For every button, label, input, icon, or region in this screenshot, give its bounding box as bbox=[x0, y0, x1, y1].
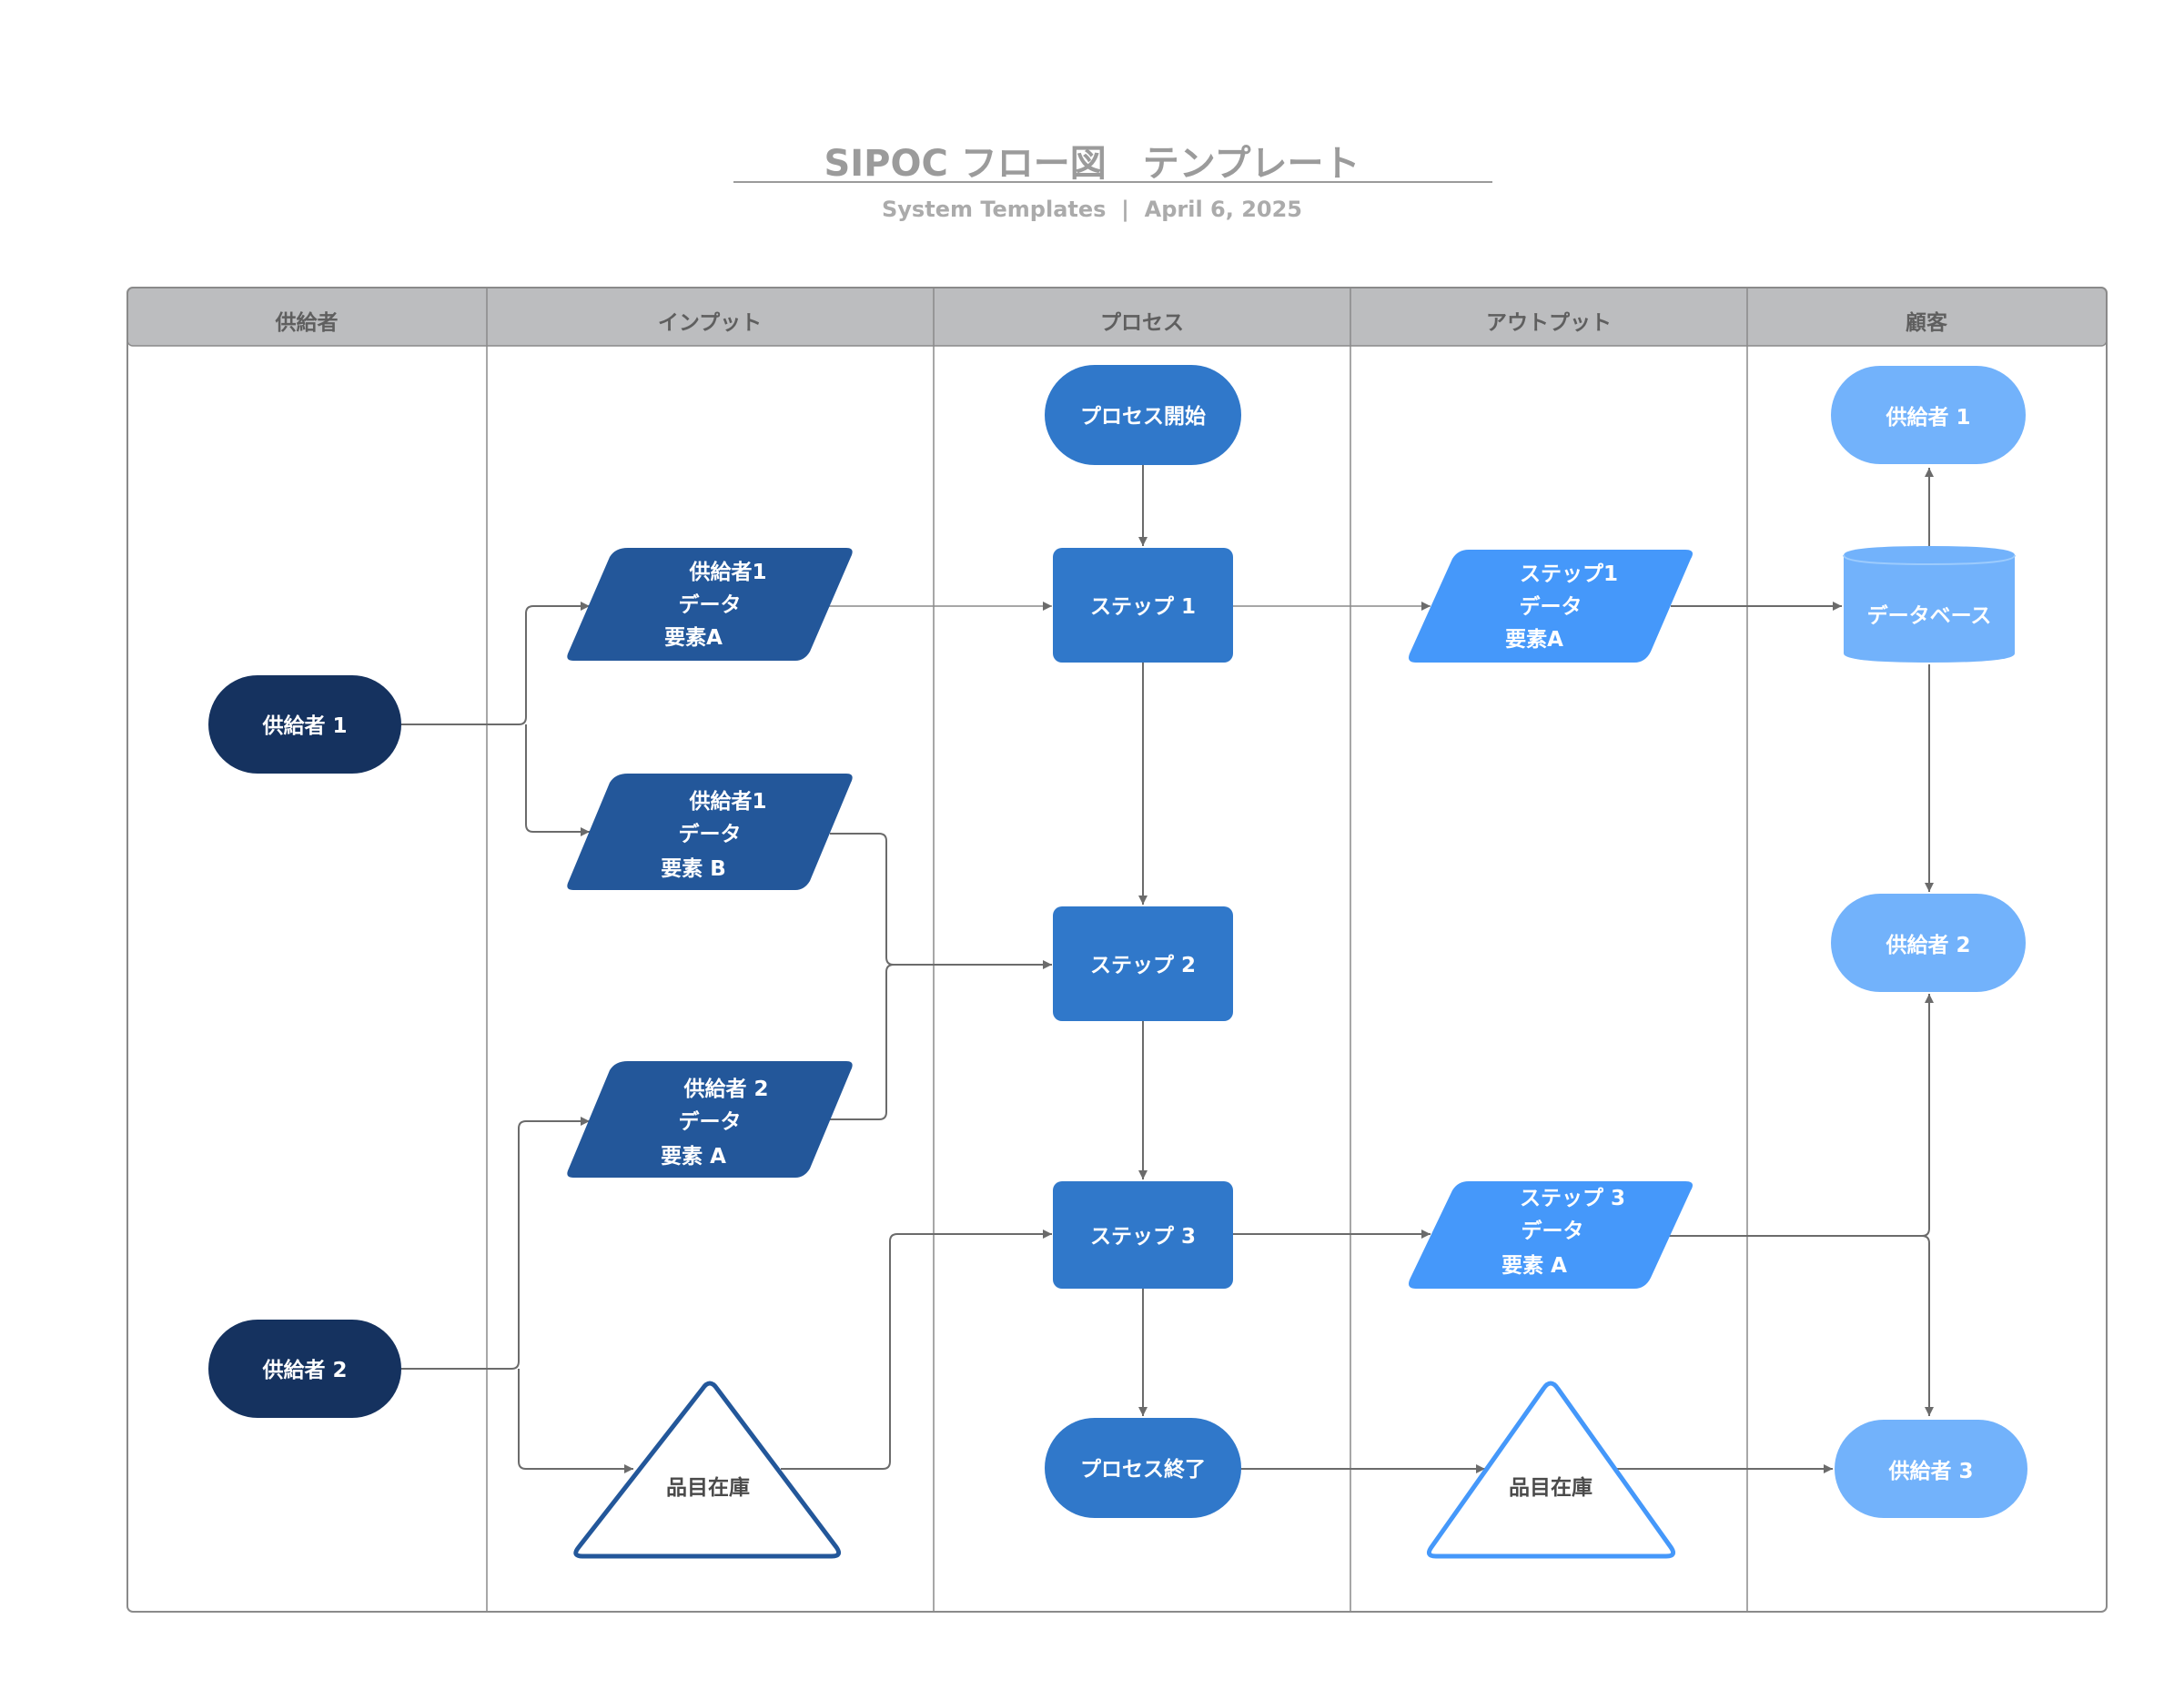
svg-text:データ: データ bbox=[679, 822, 742, 846]
input-supplier1-data-b[interactable]: 供給者1 データ 要素 B bbox=[567, 774, 853, 890]
swimlane-table: 供給者 インプット プロセス アウトプット 顧客 bbox=[126, 287, 2108, 1613]
svg-text:供給者1: 供給者1 bbox=[688, 560, 766, 584]
svg-text:ステップ 1: ステップ 1 bbox=[1090, 595, 1196, 619]
svg-text:要素A: 要素A bbox=[664, 625, 723, 650]
svg-text:供給者 2: 供給者 2 bbox=[261, 1358, 347, 1382]
input-supplier2-data-a[interactable]: 供給者 2 データ 要素 A bbox=[567, 1061, 853, 1178]
svg-text:データ: データ bbox=[679, 592, 742, 617]
svg-text:供給者 1: 供給者 1 bbox=[1885, 405, 1970, 430]
svg-text:品目在庫: 品目在庫 bbox=[666, 1475, 750, 1500]
process-step-2[interactable]: ステップ 2 bbox=[1053, 906, 1233, 1021]
supplier-1-node[interactable]: 供給者 1 bbox=[208, 675, 401, 774]
svg-text:データ: データ bbox=[1520, 594, 1582, 619]
svg-text:要素 B: 要素 B bbox=[661, 856, 726, 881]
svg-text:供給者 2: 供給者 2 bbox=[682, 1077, 768, 1101]
svg-text:プロセス開始: プロセス開始 bbox=[1080, 404, 1206, 429]
svg-text:ステップ1: ステップ1 bbox=[1520, 562, 1618, 586]
customer-2-node[interactable]: 供給者 2 bbox=[1831, 894, 2026, 992]
process-step-3[interactable]: ステップ 3 bbox=[1053, 1181, 1233, 1289]
supplier-2-node[interactable]: 供給者 2 bbox=[208, 1320, 401, 1418]
svg-text:プロセス終了: プロセス終了 bbox=[1080, 1457, 1206, 1482]
svg-text:要素 A: 要素 A bbox=[1502, 1253, 1567, 1278]
svg-text:データ: データ bbox=[1522, 1219, 1584, 1243]
process-start-node[interactable]: プロセス開始 bbox=[1045, 365, 1241, 465]
page-title: SIPOC フロー図 テンプレート bbox=[824, 143, 1360, 185]
input-item-stock-triangle[interactable]: 品目在庫 bbox=[573, 1381, 842, 1559]
lane-header-customers: 顧客 bbox=[1906, 310, 1948, 335]
input-supplier1-data-a[interactable]: 供給者1 データ 要素A bbox=[567, 548, 853, 661]
process-step-1[interactable]: ステップ 1 bbox=[1053, 548, 1233, 663]
svg-text:品目在庫: 品目在庫 bbox=[1509, 1475, 1592, 1500]
svg-text:供給者 2: 供給者 2 bbox=[1885, 933, 1970, 957]
svg-text:ステップ 2: ステップ 2 bbox=[1090, 954, 1196, 977]
svg-text:供給者 1: 供給者 1 bbox=[261, 713, 347, 738]
lane-header-outputs: アウトプット bbox=[1486, 311, 1612, 335]
page-subtitle: System Templates | April 6, 2025 bbox=[882, 197, 1302, 222]
svg-text:データベース: データベース bbox=[1867, 603, 1992, 628]
database-node[interactable]: データベース bbox=[1843, 546, 2016, 663]
customer-1-node[interactable]: 供給者 1 bbox=[1831, 366, 2026, 464]
svg-text:要素A: 要素A bbox=[1505, 627, 1563, 652]
svg-text:供給者 3: 供給者 3 bbox=[1887, 1459, 1973, 1483]
svg-text:要素 A: 要素 A bbox=[661, 1144, 726, 1169]
customer-3-node[interactable]: 供給者 3 bbox=[1835, 1420, 2027, 1518]
lane-header-process: プロセス bbox=[1100, 311, 1184, 335]
lane-header-inputs: インプット bbox=[658, 311, 762, 335]
svg-text:データ: データ bbox=[679, 1109, 742, 1134]
process-end-node[interactable]: プロセス終了 bbox=[1045, 1418, 1241, 1518]
svg-text:供給者1: 供給者1 bbox=[688, 789, 766, 814]
output-item-stock-triangle[interactable]: 品目在庫 bbox=[1426, 1381, 1676, 1559]
svg-text:ステップ 3: ステップ 3 bbox=[1090, 1225, 1196, 1249]
output-step3-data-a[interactable]: ステップ 3 データ 要素 A bbox=[1409, 1181, 1693, 1289]
lane-frame bbox=[126, 287, 2108, 1613]
svg-text:ステップ 3: ステップ 3 bbox=[1520, 1187, 1625, 1210]
connectors bbox=[401, 464, 1934, 1473]
lane-header-suppliers: 供給者 bbox=[275, 310, 339, 335]
output-step1-data-a[interactable]: ステップ1 データ 要素A bbox=[1409, 550, 1693, 663]
